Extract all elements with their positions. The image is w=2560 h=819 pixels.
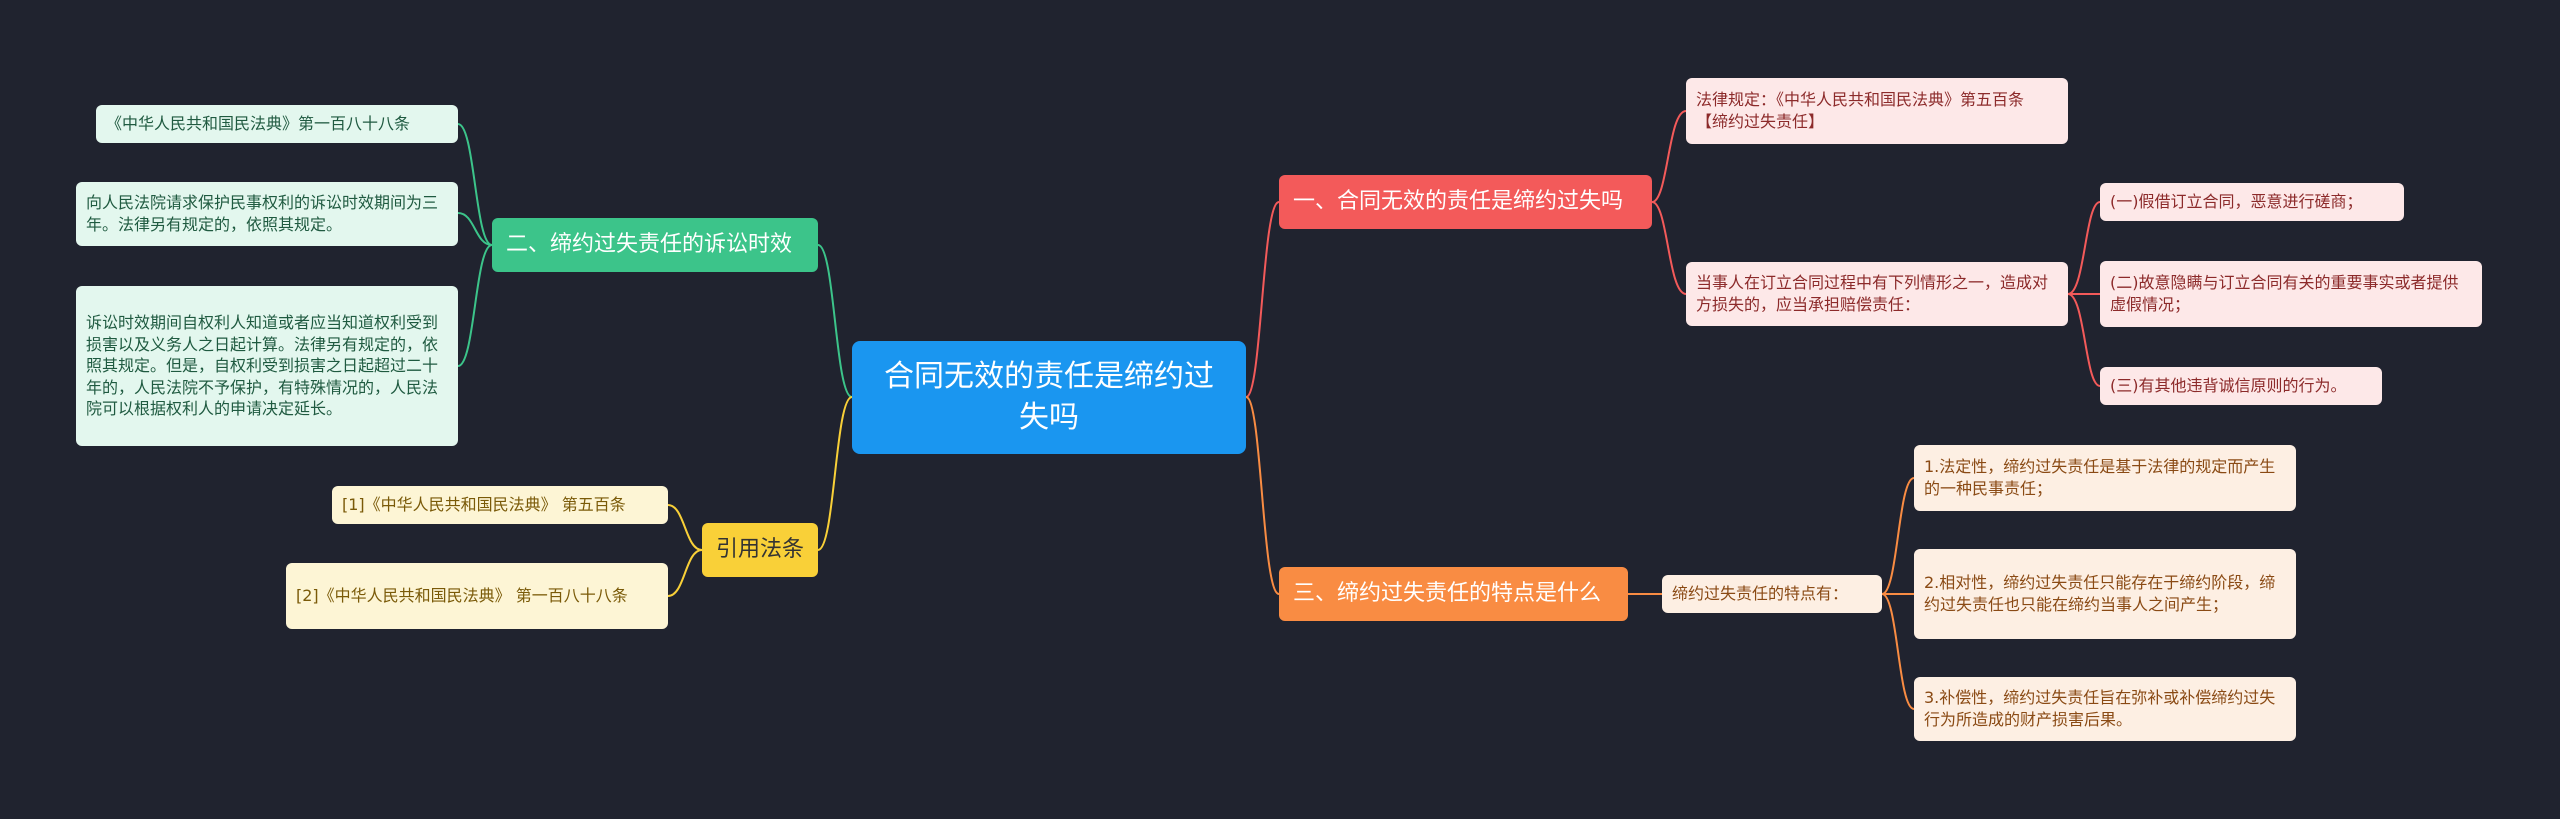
branch-one-item-1-text: (一)假借订立合同，恶意进行磋商；	[2110, 192, 2363, 212]
refs-item-1[interactable]: [1]《中华人民共和国民法典》 第五百条	[332, 486, 668, 524]
branch-one-label: 一、合同无效的责任是缔约过失吗	[1293, 189, 1624, 215]
branch-three-label: 三、缔约过失责任的特点是什么	[1293, 581, 1602, 607]
branch-one-item-2[interactable]: (二)故意隐瞒与订立合同有关的重要事实或者提供虚假情况；	[2100, 261, 2482, 327]
branch-two-item-1[interactable]: 《中华人民共和国民法典》第一百八十八条	[96, 105, 458, 143]
branch-one-item-3-text: (三)有其他违背诚信原则的行为。	[2110, 376, 2347, 396]
refs-topic[interactable]: 引用法条	[702, 523, 818, 577]
branch-two-item-3-text: 诉讼时效期间自权利人知道或者应当知道权利受到损害以及义务人之日起计算。法律另有规…	[86, 313, 439, 419]
branch-three-topic[interactable]: 三、缔约过失责任的特点是什么	[1279, 567, 1628, 621]
refs-item-2[interactable]: [2]《中华人民共和国民法典》 第一百八十八条	[286, 563, 668, 629]
root-topic[interactable]: 合同无效的责任是缔约过失吗	[852, 341, 1246, 454]
refs-item-1-text: [1]《中华人民共和国民法典》 第五百条	[342, 495, 626, 515]
root-topic-label: 合同无效的责任是缔约过失吗	[884, 359, 1214, 435]
branch-three-item-1[interactable]: 1.法定性，缔约过失责任是基于法律的规定而产生的一种民事责任；	[1914, 445, 2296, 511]
branch-three-item-2-text: 2.相对性，缔约过失责任只能存在于缔约阶段，缔约过失责任也只能在缔约当事人之间产…	[1924, 573, 2276, 614]
branch-two-item-2[interactable]: 向人民法院请求保护民事权利的诉讼时效期间为三年。法律另有规定的，依照其规定。	[76, 182, 458, 246]
refs-item-2-text: [2]《中华人民共和国民法典》 第一百八十八条	[296, 586, 628, 606]
branch-three-item-3[interactable]: 3.补偿性，缔约过失责任旨在弥补或补偿缔约过失行为所造成的财产损害后果。	[1914, 677, 2296, 741]
branch-three-item-1-text: 1.法定性，缔约过失责任是基于法律的规定而产生的一种民事责任；	[1924, 457, 2276, 498]
branch-one-topic[interactable]: 一、合同无效的责任是缔约过失吗	[1279, 175, 1652, 229]
branch-two-item-3[interactable]: 诉讼时效期间自权利人知道或者应当知道权利受到损害以及义务人之日起计算。法律另有规…	[76, 286, 458, 446]
branch-one-item-2-text: (二)故意隐瞒与订立合同有关的重要事实或者提供虚假情况；	[2110, 273, 2459, 314]
branch-three-sub-text: 缔约过失责任的特点有：	[1672, 584, 1849, 604]
branch-two-topic[interactable]: 二、缔约过失责任的诉讼时效	[492, 218, 818, 272]
branch-three-sub-node[interactable]: 缔约过失责任的特点有：	[1662, 575, 1882, 613]
branch-one-law-node[interactable]: 法律规定：《中华人民共和国民法典》第五百条 【缔约过失责任】	[1686, 78, 2068, 144]
branch-one-item-3[interactable]: (三)有其他违背诚信原则的行为。	[2100, 367, 2382, 405]
branch-one-item-1[interactable]: (一)假借订立合同，恶意进行磋商；	[2100, 183, 2404, 221]
branch-one-situations-node[interactable]: 当事人在订立合同过程中有下列情形之一，造成对方损失的，应当承担赔偿责任：	[1686, 262, 2068, 326]
branch-three-item-2[interactable]: 2.相对性，缔约过失责任只能存在于缔约阶段，缔约过失责任也只能在缔约当事人之间产…	[1914, 549, 2296, 639]
branch-two-item-1-text: 《中华人民共和国民法典》第一百八十八条	[106, 114, 411, 134]
branch-three-item-3-text: 3.补偿性，缔约过失责任旨在弥补或补偿缔约过失行为所造成的财产损害后果。	[1924, 688, 2276, 729]
branch-two-item-2-text: 向人民法院请求保护民事权利的诉讼时效期间为三年。法律另有规定的，依照其规定。	[86, 193, 439, 234]
refs-label: 引用法条	[715, 537, 804, 563]
branch-one-law-text: 法律规定：《中华人民共和国民法典》第五百条 【缔约过失责任】	[1696, 90, 2025, 131]
branch-one-situations-text: 当事人在订立合同过程中有下列情形之一，造成对方损失的，应当承担赔偿责任：	[1696, 273, 2049, 314]
branch-two-label: 二、缔约过失责任的诉讼时效	[506, 232, 793, 258]
